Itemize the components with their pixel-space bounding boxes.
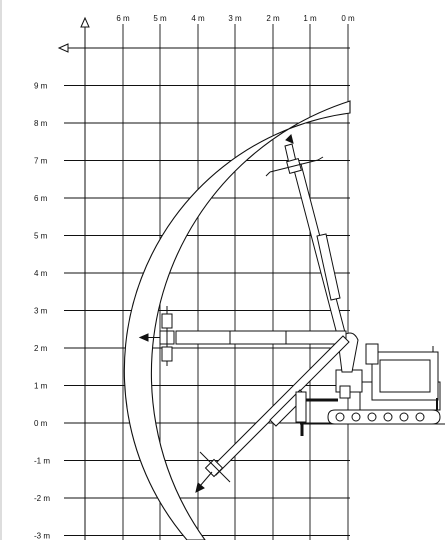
y-axis-label: -2 m [34,494,50,503]
y-axis-label: 3 m [34,307,48,316]
axes [57,16,350,540]
engine-stack [365,343,379,365]
y-axis-label: -3 m [34,532,50,540]
boom-horizontal-mast-top [161,313,173,329]
horizontal-axis-arrow-icon [57,43,69,53]
working-envelope-area [123,100,351,540]
boom-lower-crossbar [199,451,231,483]
boom-upper-crossbar [269,159,319,173]
vertical-axis-arrow-icon [80,16,90,28]
x-axis-label: 5 m [153,14,167,23]
y-axis-label: -1 m [34,457,50,466]
y-axis-label: 1 m [34,382,48,391]
boom-base-cylinder [339,385,351,399]
y-axis-labels: 9 m 8 m 7 m 6 m 5 m 4 m 3 m 2 m 1 m 0 m -1 m -2 m -3… [34,82,50,540]
boom-upper-tip-left [265,171,271,177]
boom-horizontal [138,306,347,366]
x-axis-label: 2 m [266,14,280,23]
boom-lower-drill-rod [199,471,213,487]
y-axis-label: 4 m [34,269,48,278]
track-wheels [335,412,425,422]
boom-lower-arm [209,335,350,476]
boom-horizontal-arm [175,330,347,345]
y-axis-label: 7 m [34,157,48,166]
x-axis-label: 3 m [228,14,242,23]
boom-upper-cylinder [316,233,341,301]
y-axis-label: 8 m [34,119,48,128]
distance-grid [64,24,350,540]
boom-lower-head [204,458,224,478]
x-axis-label: 0 m [341,14,355,23]
boom-horizontal-mast-bottom [161,346,173,362]
drill-rig [300,343,445,436]
boom-upper-arm [292,163,348,343]
y-axis-label: 6 m [34,194,48,203]
boom-lower [195,335,350,493]
boom-upper-tip-right [317,156,324,161]
y-axis-label: 9 m [34,82,48,91]
boom-lower-bit-icon [195,482,205,493]
boom-lower-support [295,391,307,423]
y-axis-label: 0 m [34,419,48,428]
x-axis-label: 4 m [191,14,205,23]
x-axis-label: 1 m [303,14,317,23]
boom-upper-bit-icon [285,134,294,144]
y-axis-label: 2 m [34,344,48,353]
y-axis-label: 5 m [34,232,48,241]
cab-window [379,359,431,393]
x-axis-labels: 6 m 5 m 4 m 3 m 2 m 1 m 0 m [116,14,355,23]
x-axis-label: 6 m [116,14,130,23]
